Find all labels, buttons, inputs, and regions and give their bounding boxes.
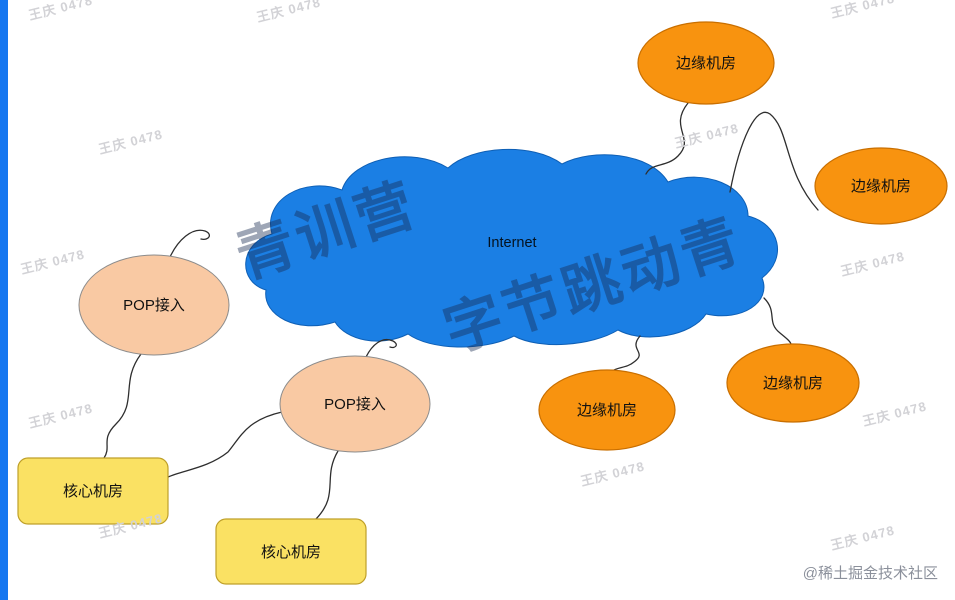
core-room-node-left: 核心机房 [17, 457, 169, 525]
edge-room-node-bottom-right: 边缘机房 [726, 343, 860, 423]
watermark-text: 王庆 0478 [19, 246, 86, 276]
pop-node-label: POP接入 [123, 297, 185, 314]
connector-edge-top [645, 102, 689, 175]
connector-lines [103, 102, 819, 520]
watermark-text: 王庆 0478 [27, 400, 94, 430]
connector-edge-bottom-middle [611, 335, 641, 372]
cloud-label: Internet [487, 235, 536, 251]
watermark-text: 王庆 0478 [27, 0, 94, 23]
watermark-text: 王庆 0478 [673, 120, 740, 150]
connector-edge-right [729, 111, 819, 211]
watermark-text: 王庆 0478 [579, 458, 646, 488]
edge-room-node-top: 边缘机房 [637, 21, 775, 105]
core-room-shape [17, 457, 169, 525]
watermark-text: 王庆 0478 [255, 0, 322, 25]
core-room-node-bottom: 核心机房 [215, 518, 367, 585]
watermark-text: 王庆 0478 [861, 398, 928, 428]
edge-room-label: 边缘机房 [676, 55, 736, 72]
community-credit: @稀土掘金技术社区 [803, 565, 938, 582]
edge-room-shape [814, 147, 948, 225]
pop-node-shape [279, 355, 431, 453]
watermark-text: 王庆 0478 [97, 126, 164, 156]
watermark-text: 王庆 0478 [839, 248, 906, 278]
edge-room-shape [726, 343, 860, 423]
internet-cloud-node: 青训营 字节跳动青 Internet [229, 148, 778, 365]
core-room-label: 核心机房 [261, 544, 321, 561]
edge-room-node-right: 边缘机房 [814, 147, 948, 225]
edge-room-shape [538, 369, 676, 451]
connector-edge-bottom-right [763, 297, 792, 345]
watermark-text: 王庆 0478 [829, 522, 896, 552]
pop-node-left: POP接入 [78, 254, 230, 356]
left-accent-strip [0, 0, 8, 600]
edge-room-shape [637, 21, 775, 105]
edge-room-label: 边缘机房 [763, 375, 823, 392]
pop-node-label: POP接入 [324, 396, 386, 413]
core-room-shape [215, 518, 367, 585]
pop-node-shape [78, 254, 230, 356]
edge-room-label: 边缘机房 [851, 178, 911, 195]
pop-node-center: POP接入 [279, 355, 431, 453]
connector-pop2-core1 [167, 411, 283, 478]
watermark-text: 王庆 0478 [829, 0, 896, 21]
connector-pop1-core1 [103, 353, 142, 459]
edge-room-label: 边缘机房 [577, 402, 637, 419]
edge-room-node-bottom-middle: 边缘机房 [538, 369, 676, 451]
core-room-label: 核心机房 [63, 483, 123, 500]
connector-pop2-core2 [315, 450, 339, 520]
connector-pop1-squiggle [169, 229, 210, 258]
cloud-shape [245, 148, 778, 348]
connector-pop2-squiggle [365, 339, 397, 358]
